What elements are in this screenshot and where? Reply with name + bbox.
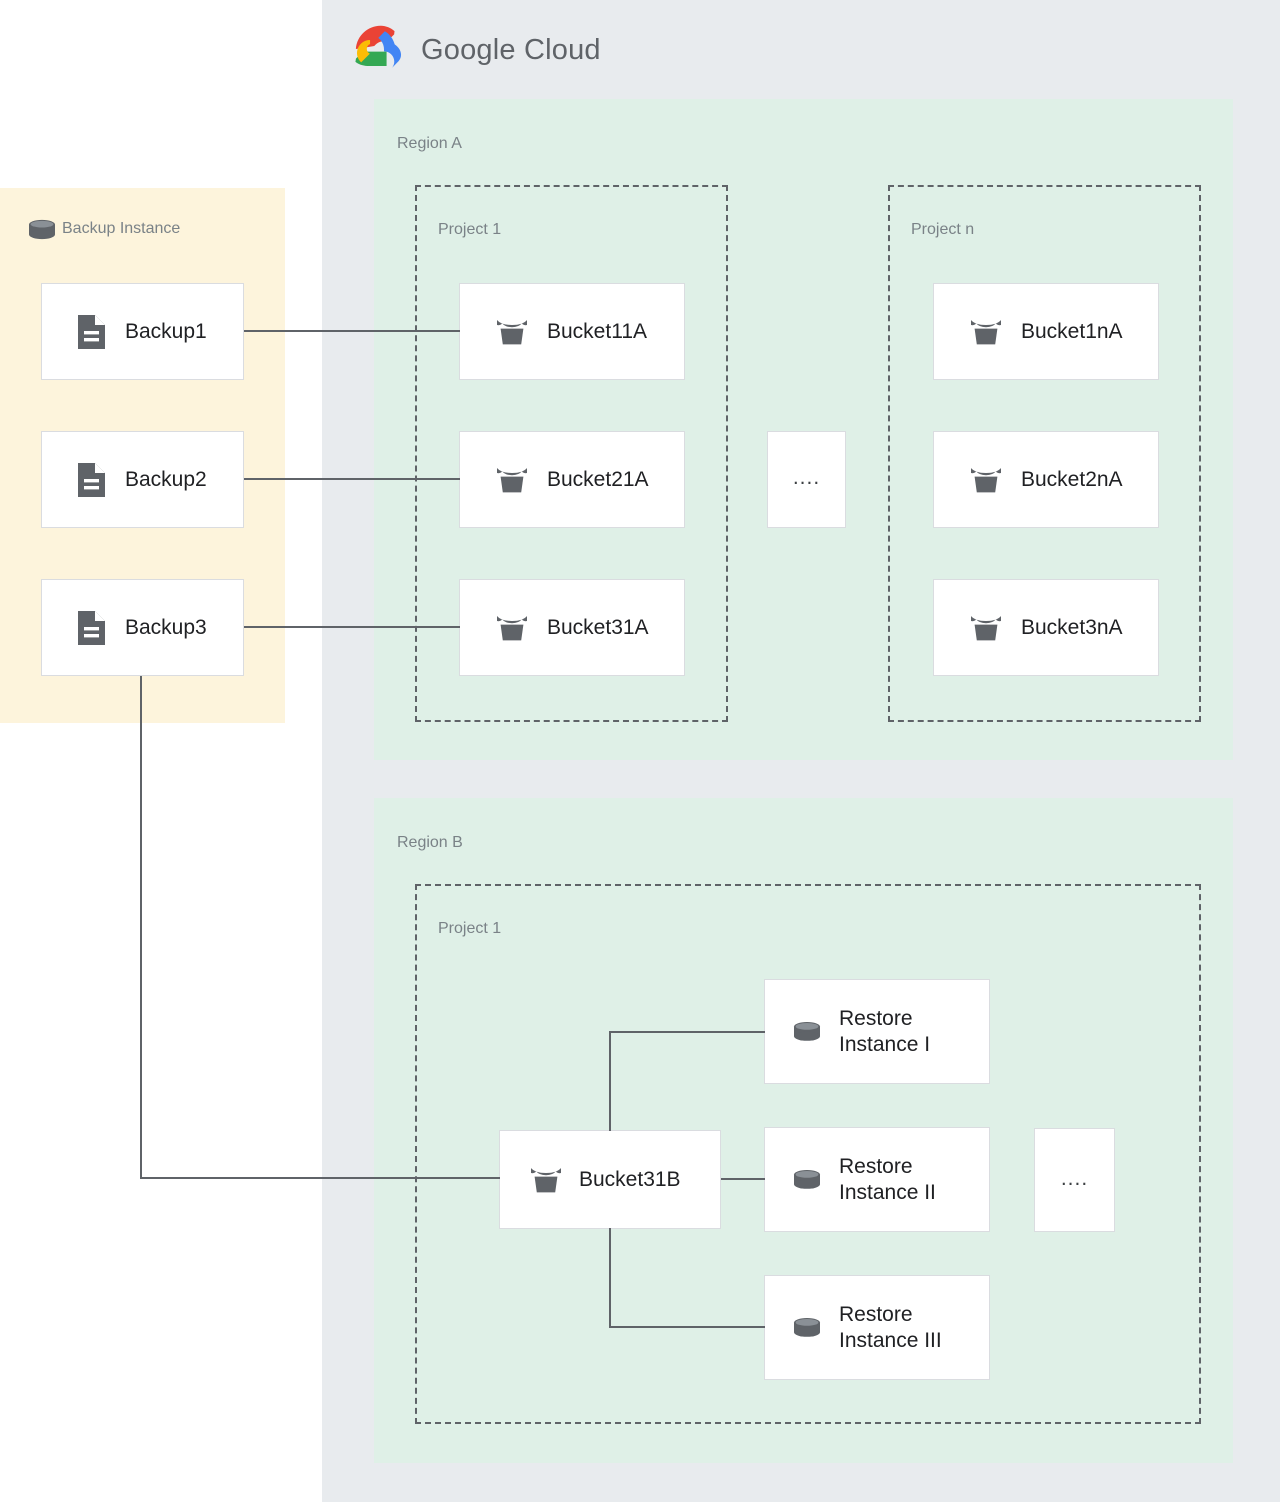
bucket-icon xyxy=(497,319,527,344)
connector-bucket31b-restore-iii-vertical xyxy=(609,1228,611,1328)
bucket31b-card[interactable]: Bucket31B xyxy=(499,1130,721,1229)
bucket-icon xyxy=(971,319,1001,344)
region-b-project-1-box xyxy=(415,884,1201,1424)
region-b-ellipsis-card: .... xyxy=(1034,1128,1115,1232)
connector-backup3-bucket31b-vertical xyxy=(140,676,142,1179)
region-a-ellipsis-label: .... xyxy=(792,466,821,489)
bucket3na-label: Bucket3nA xyxy=(1021,615,1123,639)
connector-backup3-bucket31a xyxy=(244,626,460,628)
bucket-icon xyxy=(497,615,527,640)
document-icon xyxy=(78,610,105,645)
region-a-project-n-label: Project n xyxy=(911,221,975,238)
region-b-project-1-label: Project 1 xyxy=(438,920,502,937)
database-cylinder-icon xyxy=(29,219,55,240)
connector-backup1-bucket11a xyxy=(244,330,460,332)
region-a-ellipsis-card: .... xyxy=(767,431,846,528)
bucket1na-label: Bucket1nA xyxy=(1021,319,1123,343)
bucket21a-label: Bucket21A xyxy=(547,467,649,491)
region-b-ellipsis-label: .... xyxy=(1060,1166,1089,1190)
region-a-project-1-label: Project 1 xyxy=(438,221,502,238)
bucket11a-card[interactable]: Bucket11A xyxy=(459,283,685,380)
database-cylinder-icon xyxy=(794,1169,820,1189)
connector-bucket31b-restore-iii-horizontal xyxy=(609,1326,765,1328)
document-icon xyxy=(78,462,105,497)
restore-instance-ii-label: Restore Instance II xyxy=(839,1154,936,1204)
brand-google: Google xyxy=(421,34,516,66)
bucket1na-card[interactable]: Bucket1nA xyxy=(933,283,1159,380)
region-a-project-1-box xyxy=(415,185,728,722)
restore-instance-ii-card[interactable]: Restore Instance II xyxy=(764,1127,990,1232)
bucket31a-card[interactable]: Bucket31A xyxy=(459,579,685,676)
google-cloud-logo-icon xyxy=(355,25,402,68)
restore-instance-iii-label: Restore Instance III xyxy=(839,1302,942,1352)
connector-bucket31b-restore-i-vertical xyxy=(609,1031,611,1131)
connector-backup2-bucket21a xyxy=(244,478,460,480)
backup1-card[interactable]: Backup1 xyxy=(41,283,244,380)
bucket-icon xyxy=(971,615,1001,640)
region-b-label: Region B xyxy=(397,834,463,851)
bucket3na-card[interactable]: Bucket3nA xyxy=(933,579,1159,676)
backup3-card[interactable]: Backup3 xyxy=(41,579,244,676)
bucket21a-card[interactable]: Bucket21A xyxy=(459,431,685,528)
region-a-label: Region A xyxy=(397,135,462,152)
database-cylinder-icon xyxy=(794,1317,820,1337)
backup2-label: Backup2 xyxy=(125,467,207,491)
backup1-label: Backup1 xyxy=(125,319,207,343)
bucket-icon xyxy=(497,467,527,492)
connector-backup3-bucket31b-horizontal xyxy=(140,1177,500,1179)
bucket2na-label: Bucket2nA xyxy=(1021,467,1123,491)
bucket2na-card[interactable]: Bucket2nA xyxy=(933,431,1159,528)
bucket31b-label: Bucket31B xyxy=(579,1167,681,1191)
bucket-icon xyxy=(531,1167,561,1192)
bucket31a-label: Bucket31A xyxy=(547,615,649,639)
restore-instance-iii-card[interactable]: Restore Instance III xyxy=(764,1275,990,1380)
bucket11a-label: Bucket11A xyxy=(547,319,648,343)
brand-cloud: Cloud xyxy=(515,34,601,66)
backup-instance-title: Backup Instance xyxy=(62,220,181,237)
backup2-card[interactable]: Backup2 xyxy=(41,431,244,528)
restore-instance-i-label: Restore Instance I xyxy=(839,1006,931,1056)
document-icon xyxy=(78,314,105,349)
bucket-icon xyxy=(971,467,1001,492)
google-cloud-title: Google Cloud xyxy=(421,34,601,67)
restore-instance-i-card[interactable]: Restore Instance I xyxy=(764,979,990,1084)
region-a-project-n-box xyxy=(888,185,1201,722)
database-cylinder-icon xyxy=(794,1021,820,1041)
connector-bucket31b-restore-ii xyxy=(721,1178,765,1180)
backup3-label: Backup3 xyxy=(125,615,207,639)
google-cloud-brand: Google Cloud xyxy=(355,25,601,74)
connector-bucket31b-restore-i-horizontal xyxy=(609,1031,765,1033)
